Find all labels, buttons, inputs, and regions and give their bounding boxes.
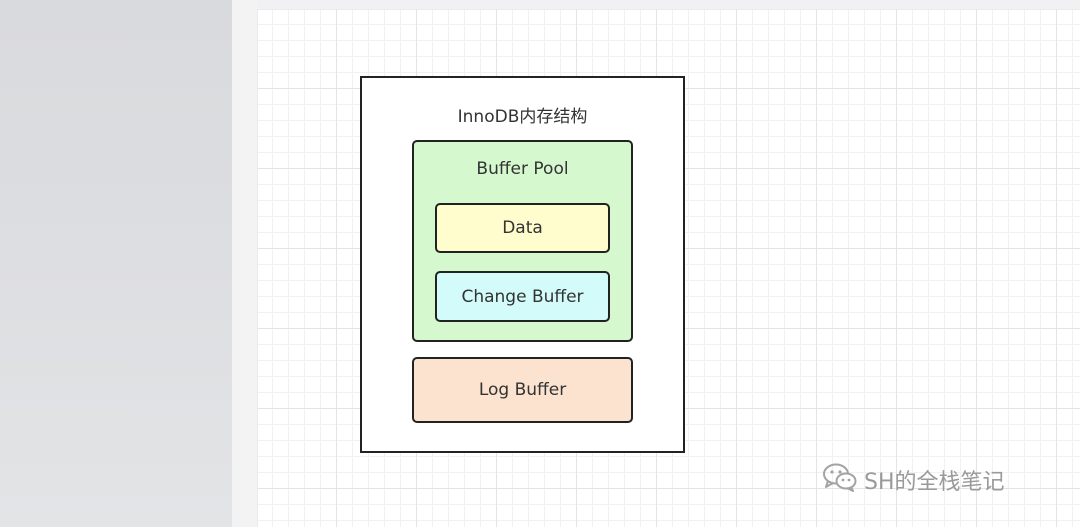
canvas-gutter (232, 0, 258, 527)
change-buffer-label: Change Buffer (461, 286, 584, 307)
log-buffer-label: Log Buffer (478, 380, 567, 400)
buffer-pool-label: Buffer Pool (476, 159, 569, 179)
change-buffer-box[interactable]: Change Buffer (435, 271, 610, 322)
watermark: SH的全栈笔记 (822, 462, 1005, 498)
log-buffer-box[interactable]: Log Buffer (412, 357, 633, 423)
data-label: Data (502, 218, 543, 238)
diagram-title: InnoDB内存结构 (457, 107, 588, 127)
data-box[interactable]: Data (435, 203, 610, 253)
left-sidebar-panel (0, 0, 232, 527)
wechat-icon (822, 462, 858, 498)
watermark-text: SH的全栈笔记 (864, 470, 1005, 495)
